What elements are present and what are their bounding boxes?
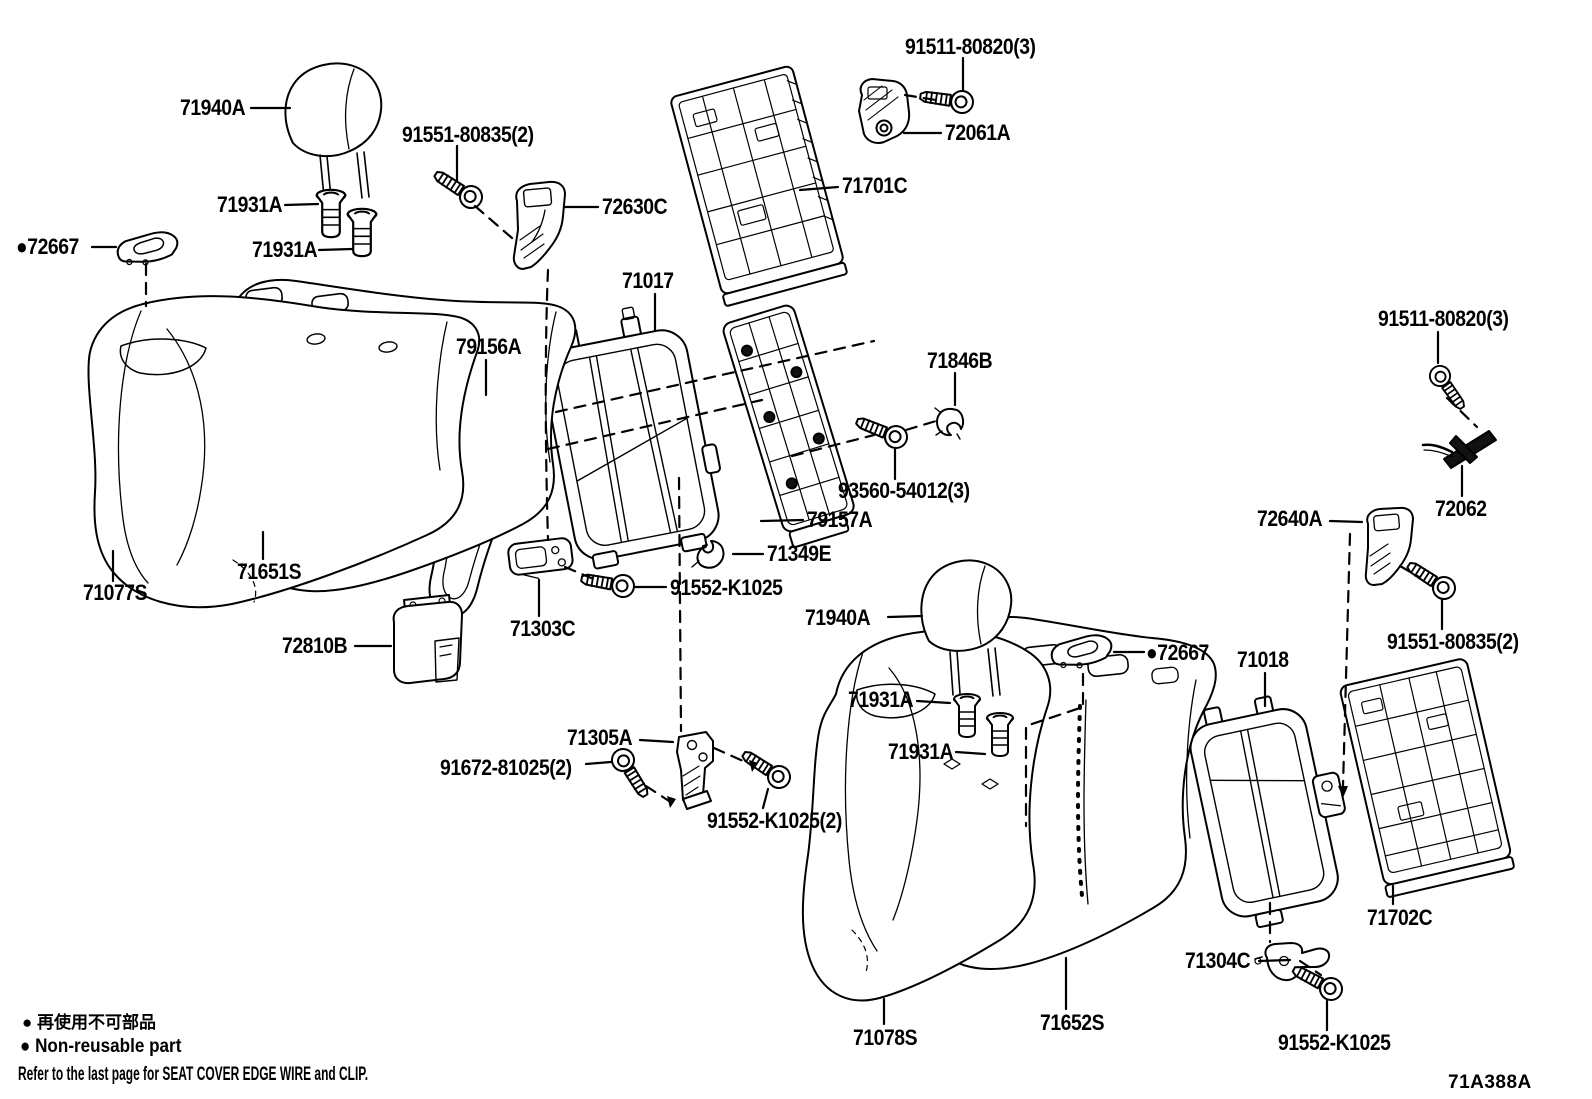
back-board-71701c-drawing	[670, 65, 848, 307]
striker-72640a-drawing	[1364, 506, 1414, 586]
hinge-71305a-drawing	[676, 731, 714, 810]
part-label-79157a: 79157A	[807, 507, 873, 532]
part-label-72667-right: ●72667	[1146, 640, 1209, 665]
back-board-71702c-drawing	[1339, 658, 1515, 898]
part-label-72667-left: ●72667	[16, 234, 79, 259]
bracket-71303c-drawing	[507, 537, 574, 579]
part-label-71304c: 71304C	[1185, 948, 1251, 973]
striker-72630c-drawing	[512, 180, 566, 270]
part-label-71349e: 71349E	[767, 541, 832, 566]
part-label-71651s: 71651S	[237, 559, 302, 584]
armrest-box-72810b-drawing	[392, 594, 463, 685]
part-label-71702c: 71702C	[1367, 905, 1433, 930]
bracket-71304c-drawing	[1254, 942, 1331, 982]
part-label-71303c: 71303C	[510, 616, 576, 641]
part-label-71931a-left-2: 71931A	[252, 237, 318, 262]
part-label-91551-80835-right: 91551-80835(2)	[1387, 629, 1519, 654]
part-label-91552-k1025-top: 91552-K1025	[670, 575, 783, 600]
part-label-71652s: 71652S	[1040, 1010, 1105, 1035]
part-label-91551-80835-left: 91551-80835(2)	[402, 122, 534, 147]
legend-non-reusable-en: ● Non-reusable part	[20, 1036, 182, 1057]
bracket-72061a-drawing	[858, 78, 911, 144]
headrest-left-drawing	[284, 62, 383, 199]
part-label-91552-k1025-bottom: 91552-K1025	[1278, 1030, 1391, 1055]
clip-71349e-drawing	[691, 540, 725, 569]
part-label-71078s: 71078S	[853, 1025, 918, 1050]
headrest-right-drawing	[920, 559, 1013, 697]
figure-code: 71A388A	[1448, 1072, 1532, 1093]
part-label-71846b: 71846B	[927, 348, 993, 373]
part-label-93560-54012: 93560-54012(3)	[838, 478, 970, 503]
part-label-71931a-left-1: 71931A	[217, 192, 283, 217]
dashed-assembly-lines	[144, 93, 1479, 977]
legend-non-reusable-jp: ● 再使用不可部品	[22, 1013, 156, 1032]
part-label-71077s: 71077S	[83, 580, 148, 605]
clip-71846b-drawing	[934, 407, 965, 440]
dashed-line-arrowheads	[667, 760, 1348, 808]
part-label-71940a-left: 71940A	[180, 95, 246, 120]
part-label-71701c: 71701C	[842, 173, 908, 198]
headrest-support-71931a-left-drawing	[315, 188, 378, 258]
part-label-72630c: 72630C	[602, 194, 668, 219]
part-label-71018: 71018	[1237, 647, 1289, 672]
part-label-91511-80820-right: 91511-80820(3)	[1378, 306, 1509, 331]
part-label-91552-k1025-2: 91552-K1025(2)	[707, 808, 842, 833]
part-label-71940a-right: 71940A	[805, 605, 871, 630]
part-label-79156a: 79156A	[456, 334, 522, 359]
part-label-91672-81025: 91672-81025(2)	[440, 755, 572, 780]
part-label-72061a: 72061A	[945, 120, 1011, 145]
part-label-72062: 72062	[1435, 496, 1487, 521]
bezel-72667-left-drawing	[115, 229, 181, 269]
part-label-71931a-right-1: 71931A	[848, 687, 914, 712]
leader-lines	[90, 56, 1464, 1032]
seatback-cover-71077s-drawing	[87, 295, 481, 609]
part-label-71931a-right-2: 71931A	[888, 739, 954, 764]
seatback-frame-71018-drawing	[1189, 695, 1346, 929]
part-label-72810b: 72810B	[282, 633, 348, 658]
part-label-72640a: 72640A	[1257, 506, 1323, 531]
part-label-71017: 71017	[622, 268, 674, 293]
legend-footer-note: Refer to the last page for SEAT COVER ED…	[18, 1064, 369, 1085]
part-label-71305a: 71305A	[567, 725, 633, 750]
lever-72062-drawing	[1421, 430, 1497, 469]
part-label-91511-80820-left: 91511-80820(3)	[905, 34, 1036, 59]
seatback-frame-71017-drawing	[542, 306, 721, 570]
side-panel-79157a-drawing	[722, 304, 855, 548]
